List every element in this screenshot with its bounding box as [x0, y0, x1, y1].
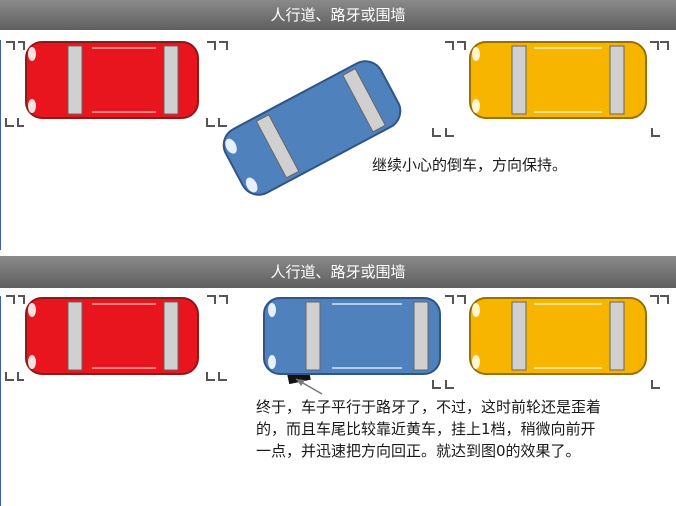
- bottom-panel: 人行道、路牙或围墙: [0, 256, 676, 506]
- left-edge-line-top: [0, 40, 1, 250]
- top-caption: 继续小心的倒车，方向保持。: [372, 156, 568, 174]
- parking-marks-bottom: [5, 295, 669, 389]
- blue-car-bottom: [263, 297, 441, 385]
- red-car: [25, 41, 199, 119]
- wheel-pointer-arrow: [295, 378, 323, 395]
- bottom-caption-line-3: 一点，并迅速把方向回正。就达到图0的效果了。: [256, 442, 581, 460]
- red-car-bottom: [25, 297, 199, 375]
- yellow-car-bottom: [469, 297, 647, 375]
- top-banner: 人行道、路牙或围墙: [0, 0, 676, 30]
- top-scene: [5, 41, 669, 196]
- panel-divider: [0, 253, 676, 256]
- top-panel: 人行道、路牙或围墙: [0, 0, 676, 196]
- yellow-car: [469, 41, 647, 119]
- bottom-scene: [5, 295, 669, 395]
- bottom-caption: 终于，车子平行于路牙了，不过，这时前轮还是歪着 的，而且车尾比较靠近黄车，挂上1…: [256, 396, 656, 462]
- parking-marks: [5, 41, 669, 137]
- left-edge-line-bottom: [0, 296, 1, 506]
- bottom-banner: 人行道、路牙或围墙: [0, 256, 676, 288]
- blue-car: [222, 60, 402, 196]
- bottom-caption-line-2: 的，而且车尾比较靠近黄车，挂上1档，稍微向前开: [256, 420, 596, 438]
- bottom-caption-line-1: 终于，车子平行于路牙了，不过，这时前轮还是歪着: [256, 398, 602, 416]
